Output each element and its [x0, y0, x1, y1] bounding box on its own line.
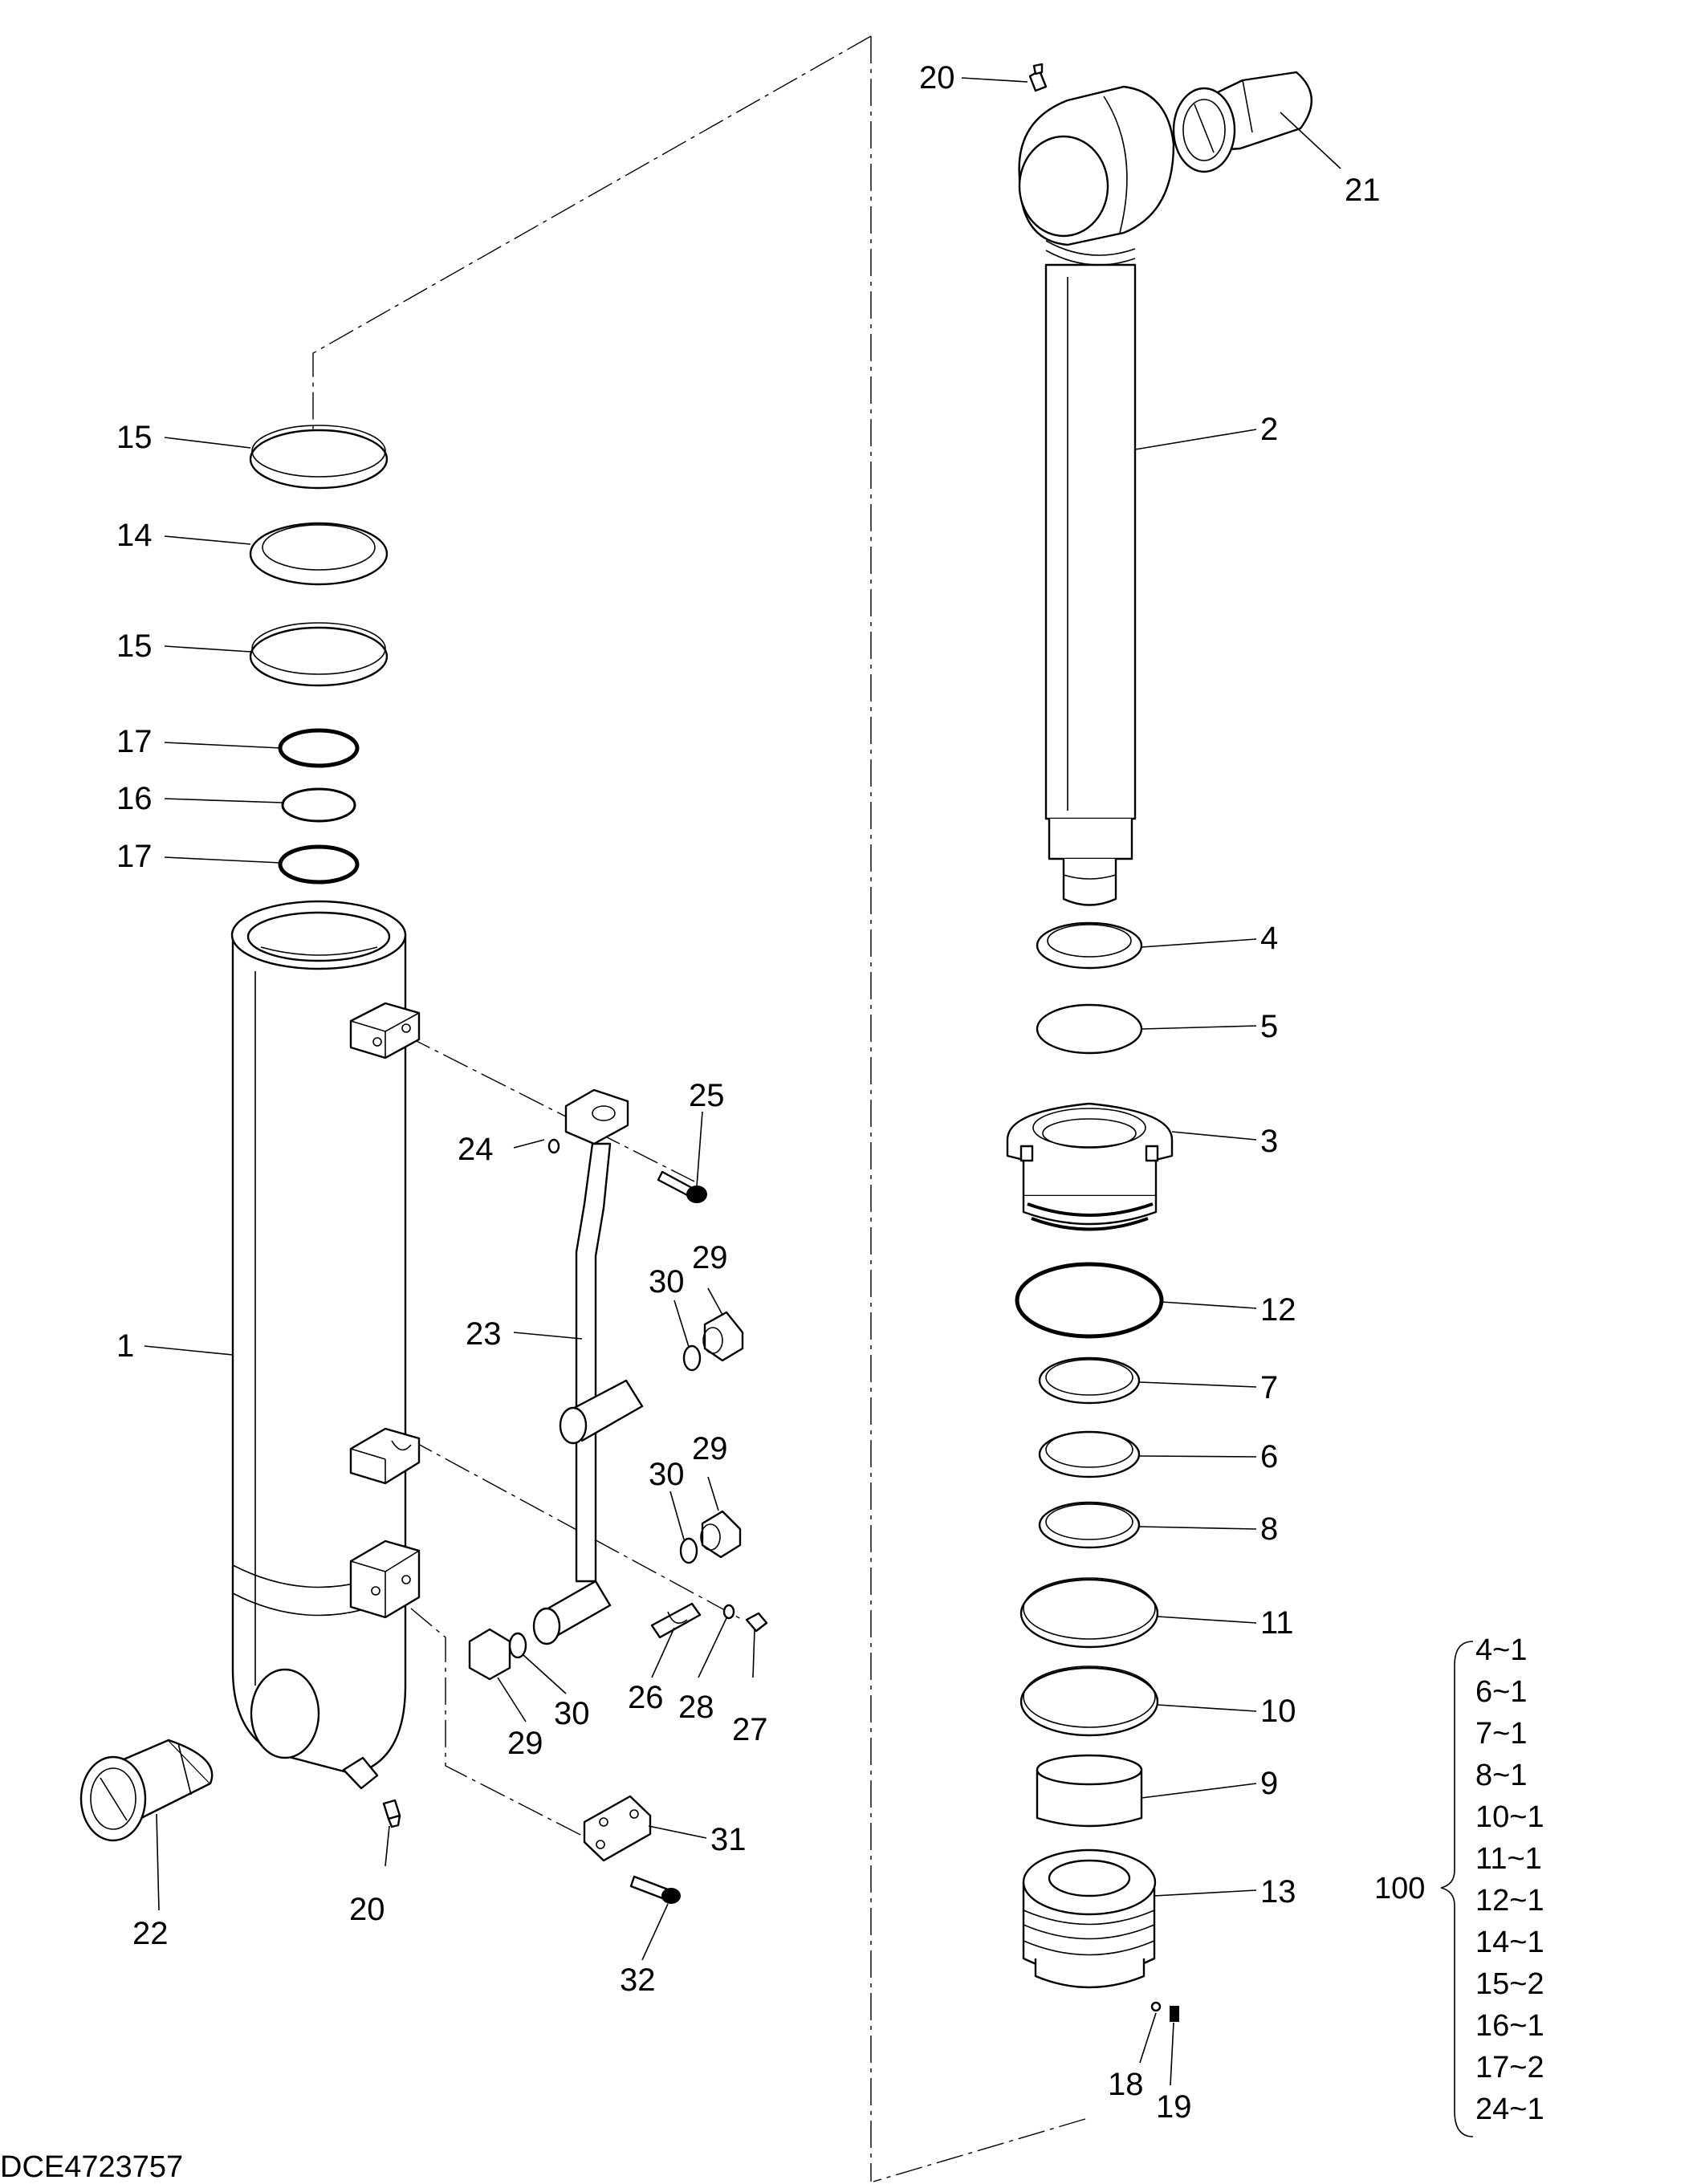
cylinder-tube	[230, 900, 421, 1790]
callout-3: 3	[1260, 1124, 1278, 1159]
callout-28: 28	[678, 1690, 714, 1725]
seal-kit-item: 8~1	[1475, 1759, 1527, 1792]
callout-15-bottom: 15	[116, 628, 153, 664]
callout-15-top: 15	[116, 420, 153, 455]
callout-17-bottom: 17	[116, 839, 153, 874]
callout-18: 18	[1108, 2067, 1144, 2102]
seal-kit-item: 10~1	[1475, 1800, 1544, 1834]
seal-kit-item: 16~1	[1475, 2009, 1544, 2043]
callout-12: 12	[1260, 1292, 1296, 1328]
leader-lines	[144, 77, 1474, 2137]
callout-22: 22	[132, 1916, 169, 1951]
callout-32: 32	[620, 1962, 656, 1998]
callout-4: 4	[1260, 921, 1278, 956]
callout-30-mid: 30	[649, 1457, 685, 1492]
callout-9: 9	[1260, 1766, 1278, 1801]
seal-kit-item: 11~1	[1475, 1842, 1542, 1876]
seal-kit-item: 15~2	[1475, 1967, 1544, 2001]
callout-31: 31	[710, 1822, 747, 1857]
callout-29-mid: 29	[692, 1431, 728, 1466]
callout-13: 13	[1260, 1874, 1296, 1909]
seal-kit-item: 4~1	[1475, 1633, 1527, 1667]
drawing-reference-code: DCE4723757	[0, 2150, 183, 2184]
callout-19: 19	[1156, 2089, 1192, 2125]
pin-bushing-22	[79, 1739, 214, 1842]
seal-kit-label: 100	[1374, 1872, 1425, 1905]
tube-seal-rings	[249, 425, 389, 885]
callout-24: 24	[458, 1132, 494, 1167]
assembly-lines	[312, 35, 1086, 2182]
callout-16: 16	[116, 781, 153, 816]
callout-29-top: 29	[692, 1240, 728, 1275]
callout-26: 26	[628, 1680, 664, 1715]
seal-kit-item: 12~1	[1475, 1884, 1544, 1918]
callout-27: 27	[732, 1712, 768, 1747]
pipe-assembly	[468, 1088, 768, 1904]
callout-20-left: 20	[349, 1892, 385, 1927]
seal-kit-item: 14~1	[1475, 1926, 1544, 1959]
callout-10: 10	[1260, 1694, 1296, 1729]
callout-5: 5	[1260, 1009, 1278, 1044]
callout-2: 2	[1260, 412, 1278, 447]
callout-1: 1	[116, 1328, 134, 1364]
callout-8: 8	[1260, 1511, 1278, 1547]
seal-kit-item: 6~1	[1475, 1675, 1527, 1709]
seal-kit-item: 17~2	[1475, 2051, 1544, 2084]
piston-rod	[1018, 85, 1175, 906]
grease-nipple-top	[1028, 63, 1048, 92]
rod-seal-stack	[1006, 921, 1179, 2022]
callout-30-bottom: 30	[554, 1696, 590, 1731]
callout-21: 21	[1345, 173, 1381, 208]
callout-30-top: 30	[649, 1264, 685, 1299]
callout-6: 6	[1260, 1439, 1278, 1474]
seal-kit-list: 100 4~1 6~1 7~1 8~1 10~1 11~1 12~1 14~1 …	[1374, 1633, 1544, 2126]
pin-bushing-21	[1172, 71, 1312, 173]
callout-14: 14	[116, 518, 153, 553]
grease-nipple-left	[382, 1799, 401, 1828]
seal-kit-item: 24~1	[1475, 2092, 1544, 2126]
callout-11: 11	[1260, 1605, 1294, 1641]
callout-29-bottom: 29	[507, 1726, 543, 1761]
callout-23: 23	[466, 1316, 502, 1352]
callout-25: 25	[689, 1078, 725, 1113]
seal-kit-item: 7~1	[1475, 1717, 1527, 1751]
callout-labels: 15 14 15 17 16 17 1 22 20 24 25 23 30 29…	[116, 60, 1381, 2125]
callout-7: 7	[1260, 1370, 1278, 1405]
callout-20-top: 20	[919, 60, 955, 96]
callout-17-top: 17	[116, 724, 153, 759]
